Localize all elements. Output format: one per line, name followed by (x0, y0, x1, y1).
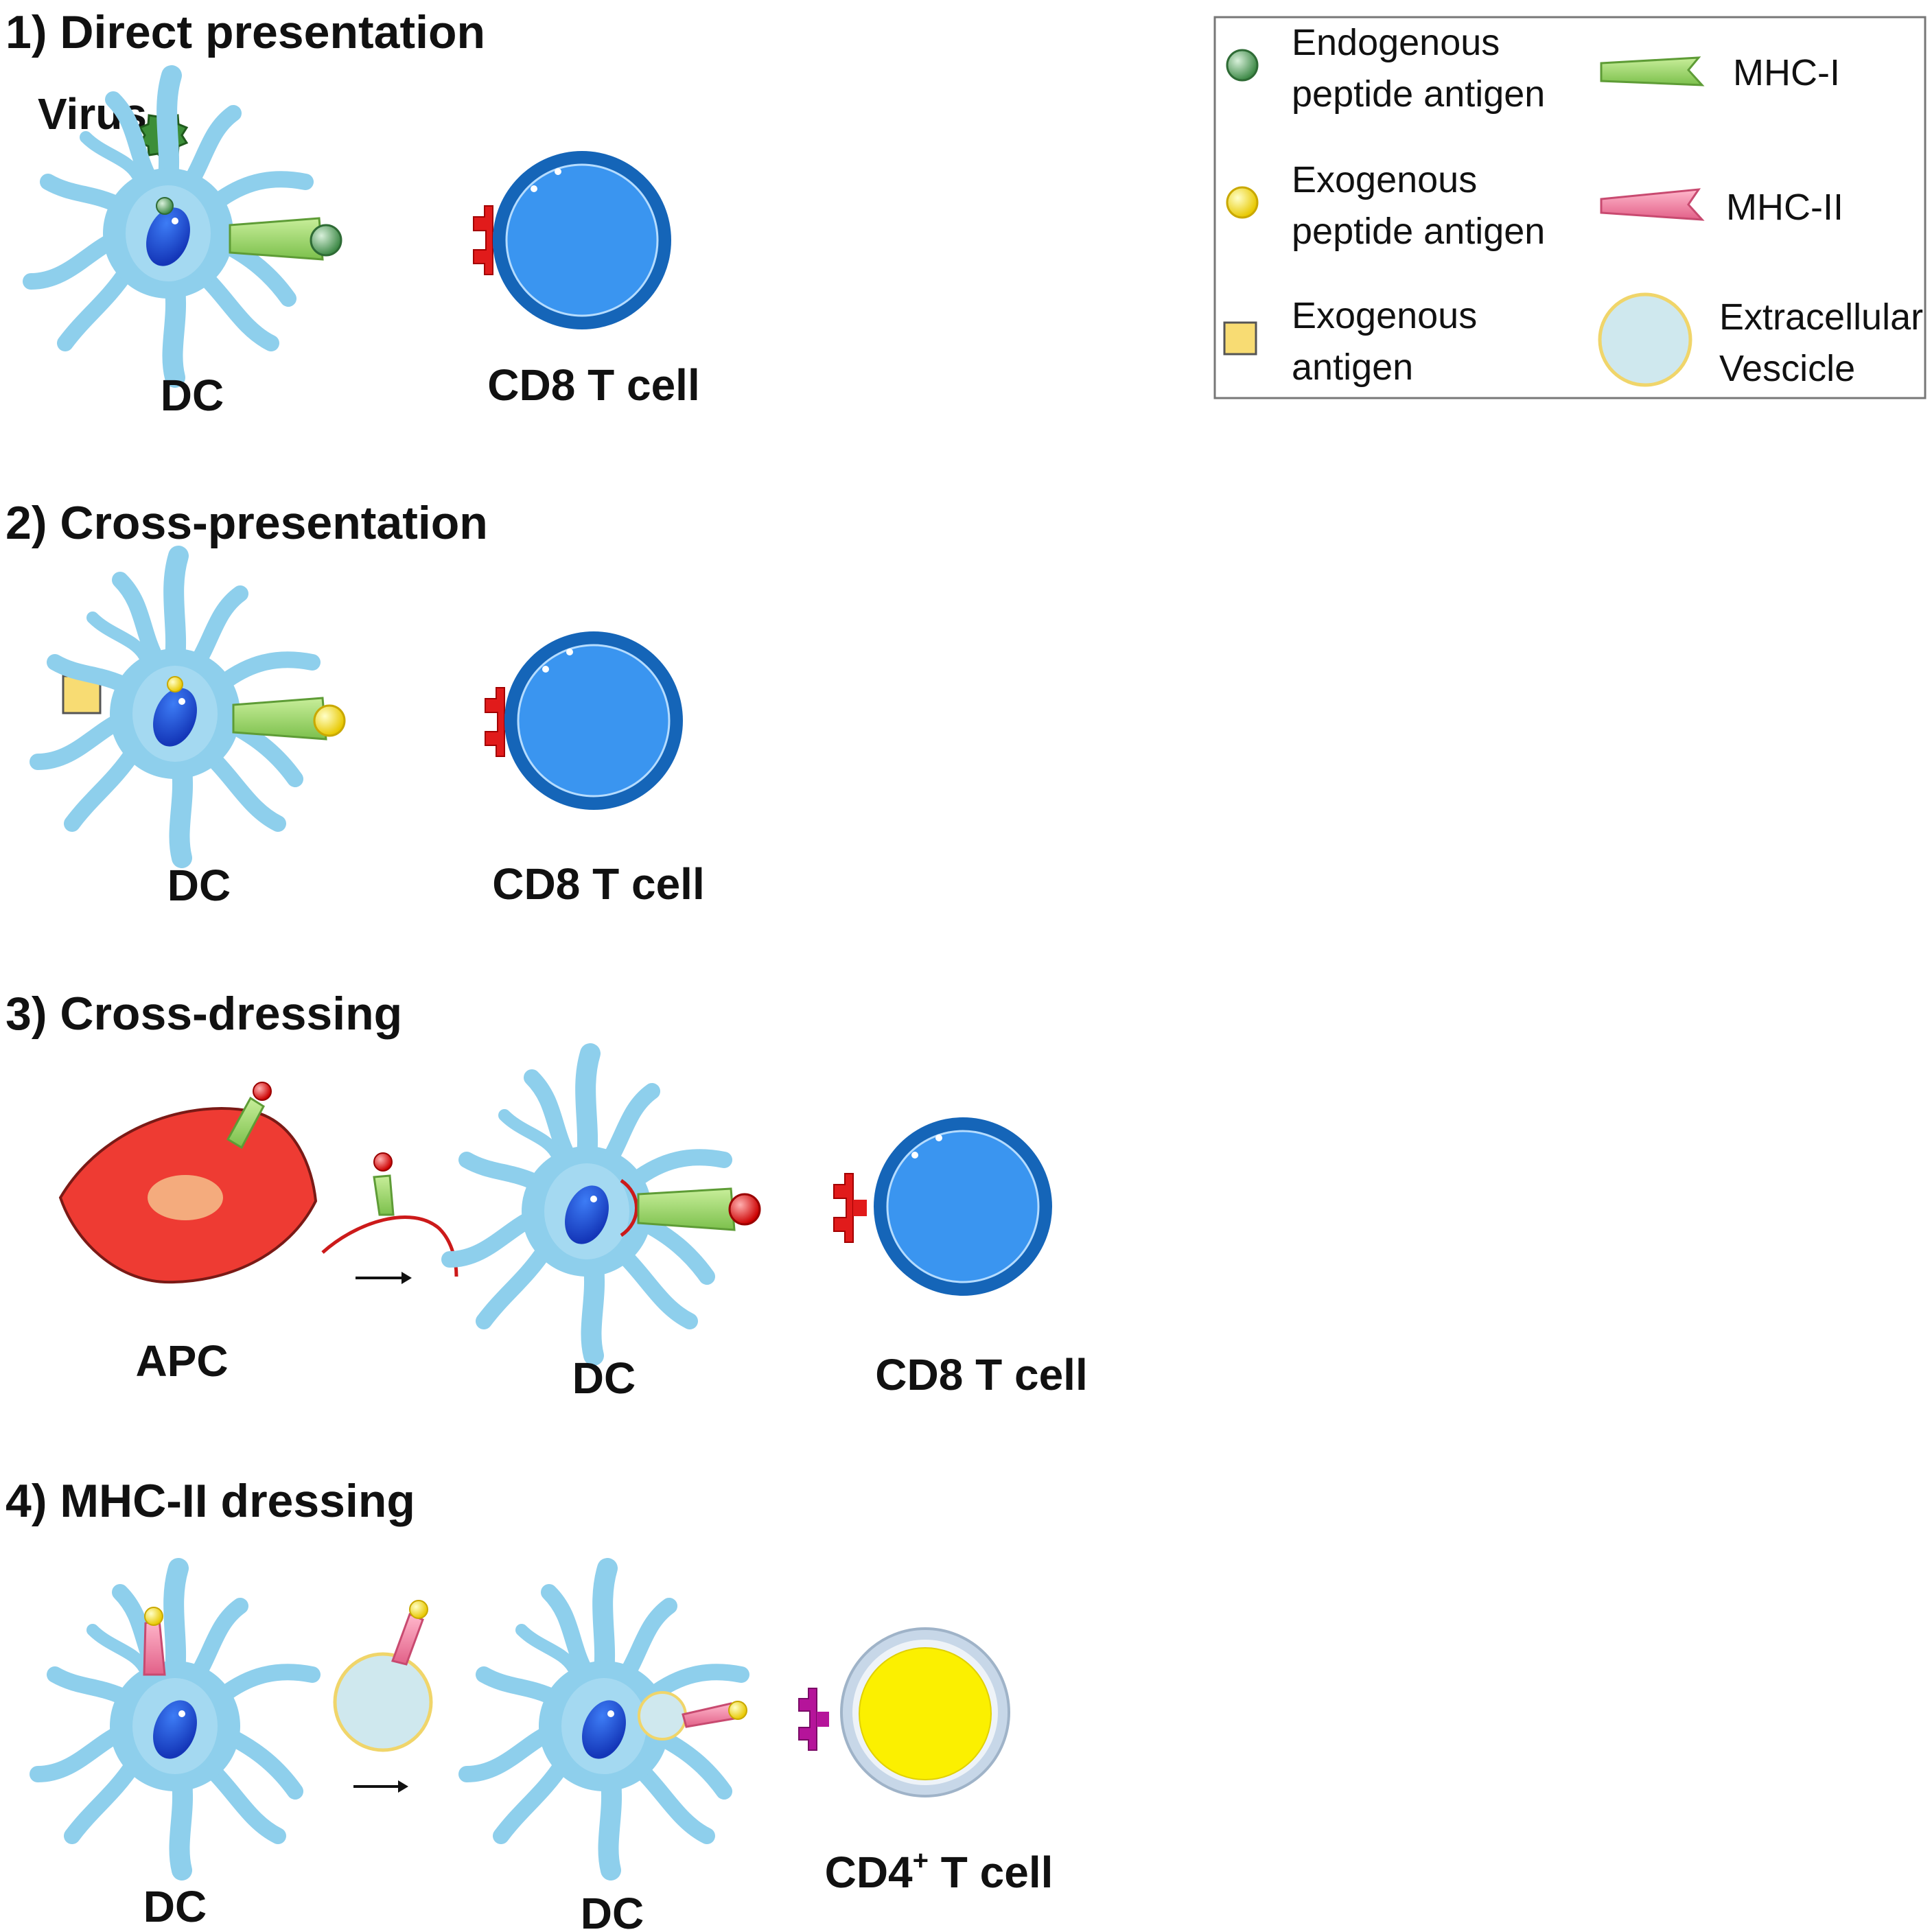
panel2-heading: 2) Cross-presentation (5, 497, 488, 549)
exogenous-peptide-icon (167, 676, 183, 693)
transfer-arrow-head-icon (398, 1780, 408, 1793)
legend-exo-antigen-line1: Exogenous (1292, 295, 1477, 336)
dc-label: DC (581, 1889, 644, 1932)
legend-mhc2: MHC-II (1726, 187, 1843, 228)
cd8-t-cell-icon (872, 1116, 1054, 1297)
panel3-heading: 3) Cross-dressing (5, 988, 402, 1040)
dc-label: DC (143, 1882, 207, 1931)
tcr-icon (833, 1173, 868, 1243)
dc-label: DC (161, 371, 224, 420)
extracellular-vesicle-icon (333, 1652, 433, 1752)
mhc1-icon (232, 697, 327, 741)
legend-exo-peptide-line2: peptide antigen (1292, 211, 1545, 252)
legend-endogenous-line2: peptide antigen (1292, 73, 1545, 115)
dendritic-cell-icon (38, 1568, 312, 1870)
panel4-heading: 4) MHC-II dressing (5, 1475, 415, 1527)
cd4-t-cell-label: CD4+ T cell (825, 1846, 1054, 1897)
extracellular-vesicle-icon (638, 1691, 687, 1741)
exogenous-peptide-icon (728, 1701, 747, 1720)
red-peptide-icon (253, 1082, 272, 1101)
legend-endogenous-line1: Endogenous (1292, 22, 1500, 63)
extracellular-vesicle-icon (1598, 292, 1692, 387)
cd8-t-cell-icon (503, 630, 684, 811)
membrane-fragment-icon (620, 1178, 638, 1237)
dc-label: DC (167, 861, 231, 910)
apc-label: APC (135, 1336, 228, 1386)
endogenous-peptide-icon (310, 224, 342, 257)
membrane-fragment-icon (321, 1215, 458, 1277)
legend-ev-line2: Vescicle (1719, 348, 1855, 389)
cd8-t-cell-label: CD8 T cell (875, 1350, 1087, 1399)
red-peptide-icon (373, 1152, 393, 1172)
mhc2-icon (391, 1613, 424, 1666)
tcr-icon (798, 1688, 829, 1751)
endogenous-peptide-icon (156, 197, 174, 215)
cd8-t-cell-label: CD8 T cell (487, 360, 699, 410)
dc-label: DC (572, 1353, 636, 1403)
cd8-t-cell-label: CD8 T cell (492, 859, 704, 909)
panel1-heading: 1) Direct presentation (5, 6, 485, 58)
legend-ev-line1: Extracellular (1719, 296, 1923, 338)
mhc1-icon (373, 1174, 395, 1216)
mhc1-icon (637, 1187, 736, 1231)
mhc1-icon (1600, 56, 1705, 86)
apc-nucleus-icon (148, 1175, 223, 1220)
legend-mhc1: MHC-I (1733, 52, 1840, 93)
exogenous-peptide-icon (313, 704, 346, 737)
mhc1-icon (229, 217, 324, 261)
legend: Endogenous peptide antigen Exogenous pep… (1213, 16, 1927, 399)
mhc2-icon (1600, 188, 1705, 221)
red-peptide-icon (728, 1193, 761, 1226)
transfer-arrow-head-icon (401, 1272, 412, 1284)
cd4-t-cell-icon (840, 1627, 1010, 1797)
mhc2-icon (143, 1618, 166, 1676)
exogenous-antigen-icon (1223, 321, 1257, 356)
cd8-t-cell-icon (491, 150, 673, 331)
endogenous-peptide-icon (1226, 49, 1259, 82)
legend-exo-antigen-line2: antigen (1292, 347, 1413, 388)
exogenous-peptide-icon (144, 1607, 163, 1626)
legend-box (1213, 16, 1927, 399)
legend-exo-peptide-line1: Exogenous (1292, 159, 1477, 200)
mhc2-icon (682, 1702, 736, 1728)
mhc1-icon (226, 1096, 265, 1150)
exogenous-peptide-icon (1226, 186, 1259, 219)
exogenous-peptide-icon (409, 1600, 428, 1619)
